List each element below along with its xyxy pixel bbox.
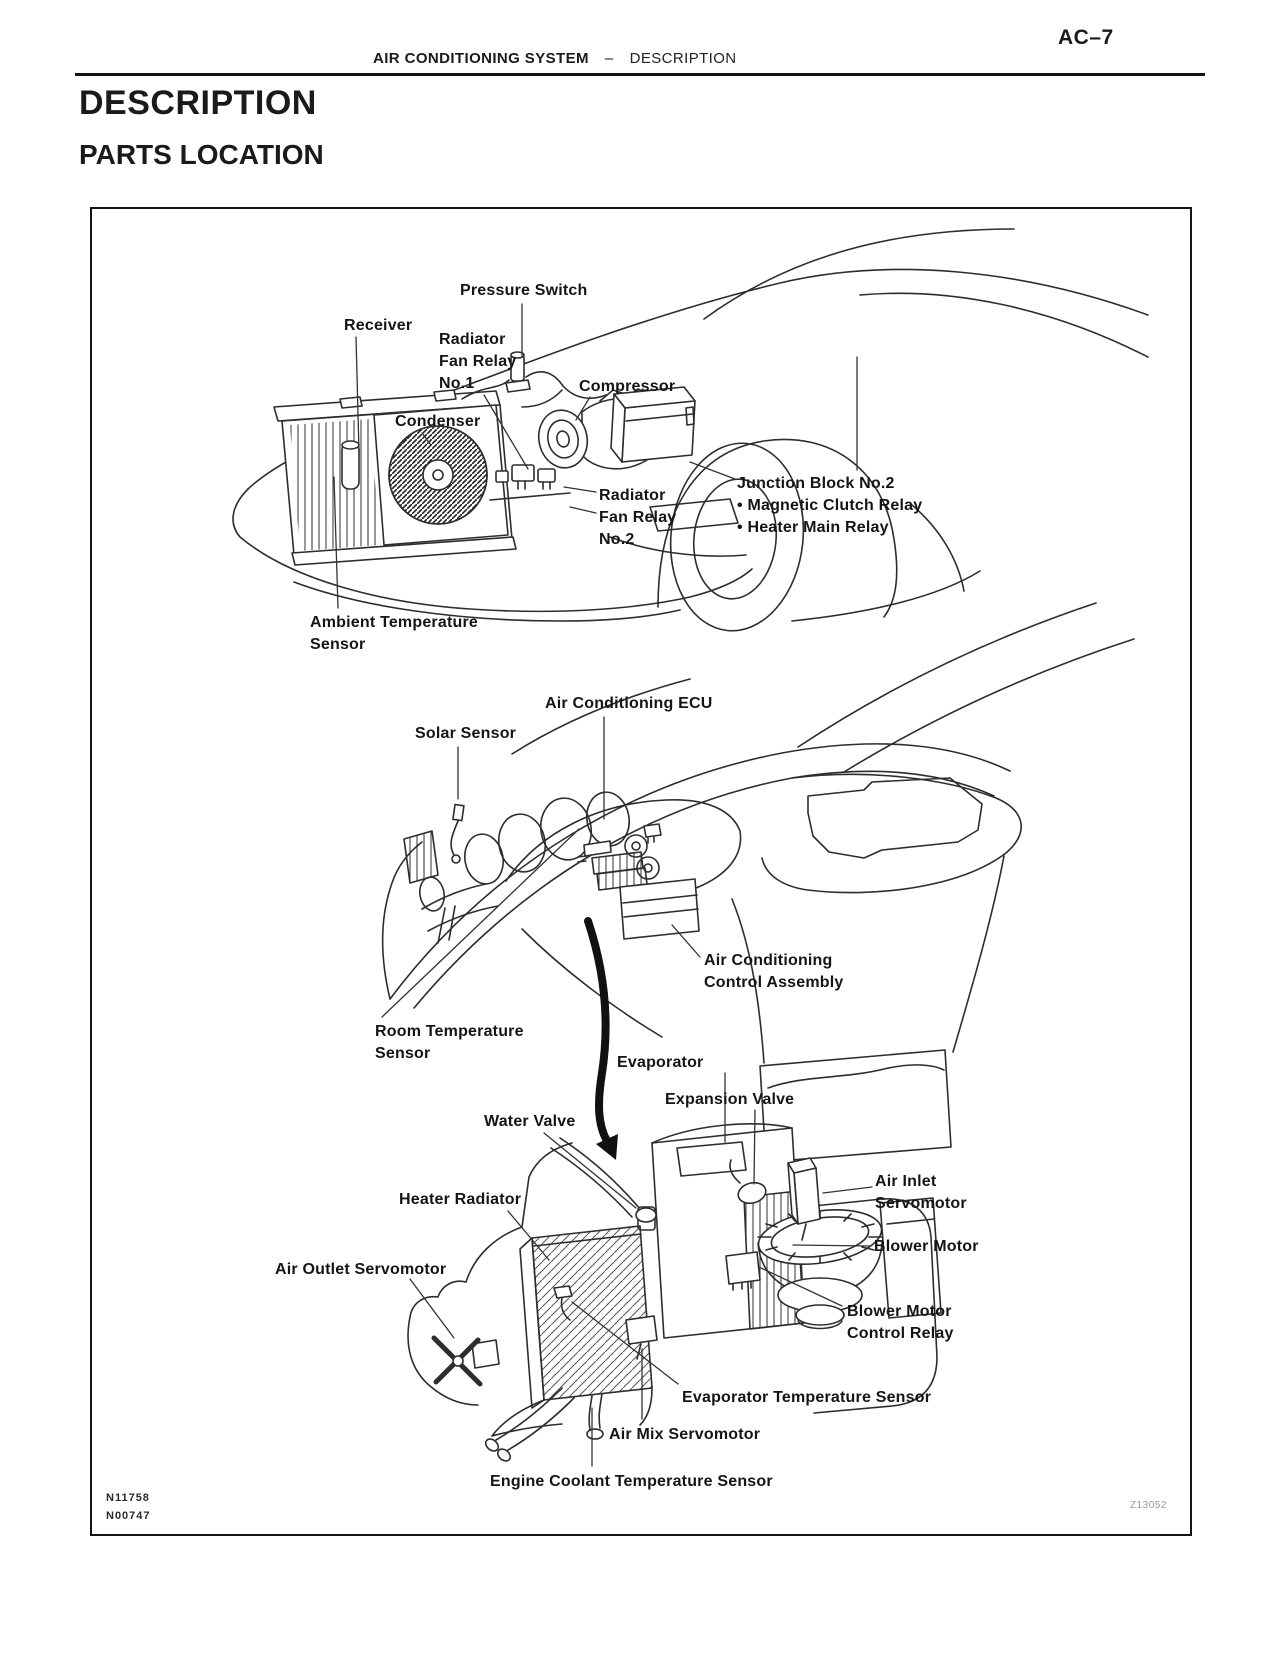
- label-evaporator: Evaporator: [617, 1054, 704, 1071]
- figure-code-2: N00747: [106, 1510, 151, 1522]
- label-water-valve: Water Valve: [484, 1113, 576, 1130]
- label-air-mix-servomotor: Air Mix Servomotor: [609, 1426, 761, 1443]
- solar-sensor-drawing: [450, 803, 465, 864]
- label-engine-coolant-temperature-sensor: Engine Coolant Temperature Sensor: [490, 1473, 773, 1490]
- label-receiver: Receiver: [344, 317, 413, 334]
- blower-motor-control-relay-drawing: [725, 1251, 761, 1291]
- hvac-unit-drawing: [407, 1123, 942, 1462]
- label-room-temperature-sensor: Room Temperature Sensor: [375, 1023, 524, 1062]
- label-air-outlet-servomotor: Air Outlet Servomotor: [275, 1261, 447, 1278]
- figure-code-3: Z13052: [1130, 1500, 1167, 1511]
- dashboard-drawing: [381, 602, 1135, 1163]
- label-air-conditioning-ecu: Air Conditioning ECU: [545, 695, 713, 712]
- flow-arrow: [584, 917, 618, 1160]
- label-solar-sensor: Solar Sensor: [415, 725, 517, 742]
- expansion-valve-drawing: [729, 1159, 767, 1205]
- label-junction-block-no2: Junction Block No.2 • Magnetic Clutch Re…: [737, 475, 923, 536]
- label-blower-motor-control-relay: Blower Motor Control Relay: [847, 1303, 954, 1342]
- label-compressor: Compressor: [579, 378, 676, 395]
- header-separator: –: [604, 50, 614, 67]
- label-radiator-fan-relay-no1: Radiator Fan Relay No.1: [439, 331, 517, 392]
- label-blower-motor: Blower Motor: [874, 1238, 979, 1255]
- air-inlet-servomotor-drawing: [787, 1157, 821, 1241]
- leader-lines: [333, 303, 873, 1467]
- label-air-conditioning-control-assembly: Air Conditioning Control Assembly: [704, 952, 844, 991]
- header-rule: [75, 73, 1205, 76]
- header-section: AIR CONDITIONING SYSTEM: [373, 50, 589, 67]
- page-header: AIR CONDITIONING SYSTEM – DESCRIPTION: [373, 50, 737, 67]
- pressure-switch-drawing: [461, 351, 607, 408]
- water-valve-drawing: [550, 1137, 657, 1231]
- front-car-drawing: [232, 228, 1149, 632]
- heater-radiator-drawing: [519, 1225, 653, 1409]
- label-radiator-fan-relay-no2: Radiator Fan Relay No.2: [599, 487, 677, 548]
- figure-frame: Pressure Switch Receiver Radiator Fan Re…: [90, 207, 1192, 1536]
- parts-location-diagram: [232, 228, 1149, 1467]
- label-air-inlet-servomotor: Air Inlet Servomotor: [875, 1173, 967, 1212]
- section-title: DESCRIPTION: [79, 84, 317, 122]
- air-mix-servomotor-drawing: [625, 1315, 658, 1360]
- page-number: AC–7: [1058, 26, 1114, 49]
- figure-code-1: N11758: [106, 1492, 150, 1504]
- air-outlet-servomotor-drawing: [431, 1335, 500, 1387]
- receiver-drawing: [341, 442, 360, 490]
- label-ambient-temperature-sensor: Ambient Temperature Sensor: [310, 614, 478, 653]
- junction-block-drawing: [610, 386, 696, 463]
- evaporator-temperature-sensor-drawing: [553, 1285, 573, 1321]
- label-heater-radiator: Heater Radiator: [399, 1191, 522, 1208]
- label-expansion-valve: Expansion Valve: [665, 1091, 795, 1108]
- label-condenser: Condenser: [395, 413, 481, 430]
- ac-control-assembly-drawing: [619, 878, 700, 940]
- header-subsection: DESCRIPTION: [629, 50, 737, 67]
- label-evaporator-temperature-sensor: Evaporator Temperature Sensor: [682, 1389, 932, 1406]
- label-pressure-switch: Pressure Switch: [460, 282, 588, 299]
- parts-location-title: PARTS LOCATION: [79, 139, 324, 170]
- radiator-fan-relay-drawing: [489, 464, 571, 501]
- condenser-drawing: [273, 389, 517, 566]
